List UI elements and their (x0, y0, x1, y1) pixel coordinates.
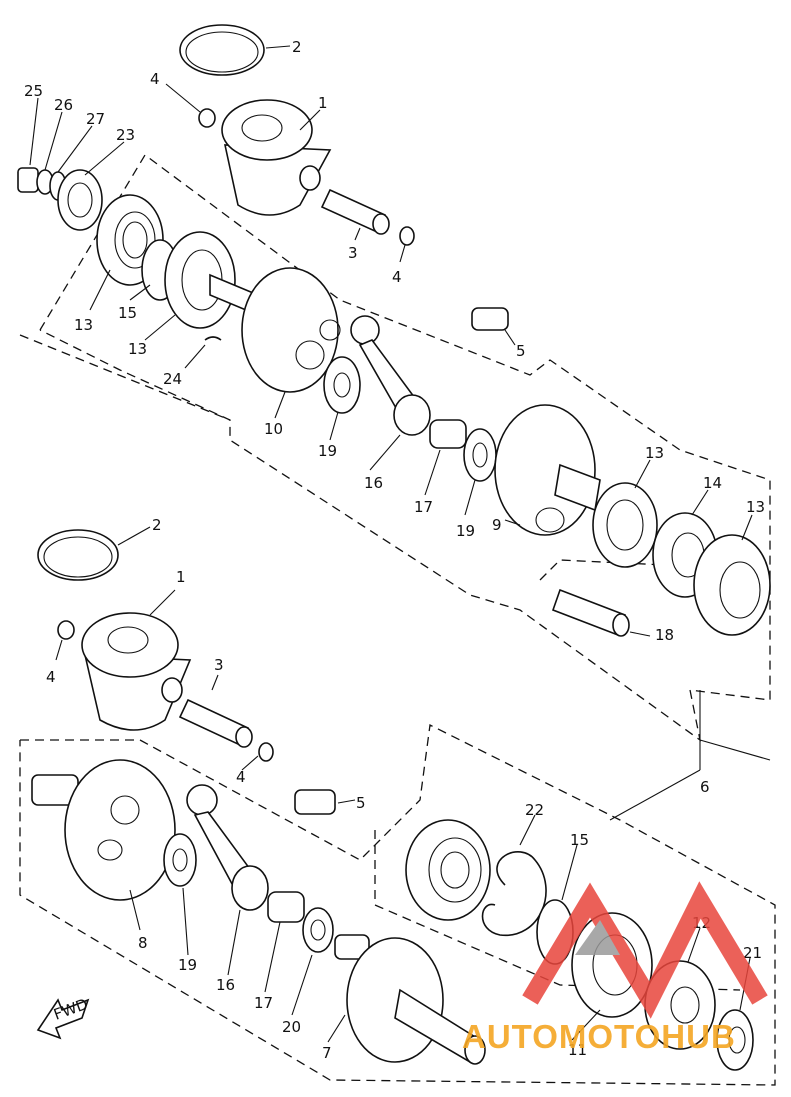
big-end-bearing-bottom (267, 891, 305, 923)
dashed-boundary-top (39, 154, 771, 742)
dashed-boundary-bottom (19, 724, 776, 1086)
watermark-triangle-shape (522, 881, 768, 1019)
callout-16b: 16 (216, 976, 235, 994)
callout-4c: 4 (46, 668, 56, 686)
circlip-22 (481, 851, 547, 936)
callouts-bottom: 2 1 4 3 4 5 8 19 16 17 20 7 22 15 12 21 … (46, 516, 762, 1062)
callout-18: 18 (655, 626, 674, 644)
callout-10: 10 (264, 420, 283, 438)
small-end-bearing-top (471, 307, 509, 331)
callout-3a: 3 (348, 244, 358, 262)
dashed-boundary-top-lower (19, 334, 231, 421)
callout-26: 26 (54, 96, 73, 114)
circlip-top-right (399, 226, 415, 246)
woodruff-key-24 (204, 336, 222, 341)
watermark-logo (522, 881, 768, 1019)
callout-3b: 3 (214, 656, 224, 674)
piston-bottom (81, 612, 192, 731)
leader-6-b (609, 769, 701, 821)
small-end-bearing-bottom (294, 789, 336, 815)
circlip-bottom-right (258, 742, 274, 762)
callout-5b: 5 (356, 794, 366, 812)
leader-6-c (699, 739, 771, 761)
callout-4b: 4 (392, 268, 402, 286)
callout-6: 6 (700, 778, 710, 796)
connecting-rod-top (350, 315, 431, 436)
callout-20: 20 (282, 1018, 301, 1036)
main-bearing-bottom-large (405, 819, 491, 921)
crank-half-9 (494, 404, 601, 536)
callout-9: 9 (492, 516, 502, 534)
callout-23: 23 (116, 126, 135, 144)
piston-pin-bottom (178, 698, 253, 748)
callout-13b: 13 (128, 340, 147, 358)
callout-17b: 17 (254, 994, 273, 1012)
leader-lines-top (29, 45, 753, 637)
callout-4d: 4 (236, 768, 246, 786)
main-bearing-top-right-1 (592, 482, 658, 568)
watermark-inner-shape (575, 920, 620, 955)
crank-half-7 (334, 934, 486, 1065)
callout-7: 7 (322, 1044, 332, 1062)
piston-ring-bottom (37, 529, 119, 581)
callout-4a: 4 (150, 70, 160, 88)
callout-2a: 2 (292, 38, 302, 56)
callout-1b: 1 (176, 568, 186, 586)
piston-top (221, 99, 332, 216)
callout-8: 8 (138, 934, 148, 952)
crank-half-10 (209, 267, 341, 393)
thrust-washer-top-1 (323, 356, 361, 414)
callout-15a: 15 (118, 304, 137, 322)
callout-5a: 5 (516, 342, 526, 360)
callout-19a: 19 (318, 442, 337, 460)
callout-25: 25 (24, 82, 43, 100)
callout-24: 24 (163, 370, 182, 388)
circlip-bottom-left (57, 620, 75, 640)
circlip-top-left (198, 108, 216, 128)
callout-16a: 16 (364, 474, 383, 492)
callout-21: 21 (743, 944, 762, 962)
callout-19c: 19 (178, 956, 197, 974)
fwd-arrow: FWD (36, 995, 90, 1040)
callout-2b: 2 (152, 516, 162, 534)
piston-pin-top (320, 188, 390, 235)
watermark-text: AUTOMOTOHUB (462, 1018, 736, 1055)
callout-13d: 13 (746, 498, 765, 516)
callout-27: 27 (86, 110, 105, 128)
callout-11: 11 (568, 1041, 587, 1059)
callouts-top: 25 26 27 23 4 2 1 3 4 13 15 13 24 10 19 … (24, 38, 765, 644)
callout-19b: 19 (456, 522, 475, 540)
thrust-washer-top-2 (463, 428, 497, 482)
callout-14: 14 (703, 474, 722, 492)
gear-21 (716, 1009, 754, 1071)
main-bearing-top-right-2 (693, 534, 771, 636)
connecting-rod-bottom (186, 784, 269, 911)
callout-13a: 13 (74, 316, 93, 334)
big-end-bearing-top (429, 419, 467, 449)
thrust-washer-20 (302, 907, 334, 953)
callout-1a: 1 (318, 94, 328, 112)
thrust-washer-bottom (163, 833, 197, 887)
piston-ring-top (179, 24, 265, 76)
callout-22: 22 (525, 801, 544, 819)
main-bearing-top-mid (164, 231, 236, 329)
crank-pin-18 (551, 588, 630, 637)
crank-nut-assembly (17, 167, 103, 231)
callout-15b: 15 (570, 831, 589, 849)
callout-17a: 17 (414, 498, 433, 516)
callout-13c: 13 (645, 444, 664, 462)
crank-half-8 (31, 759, 176, 901)
